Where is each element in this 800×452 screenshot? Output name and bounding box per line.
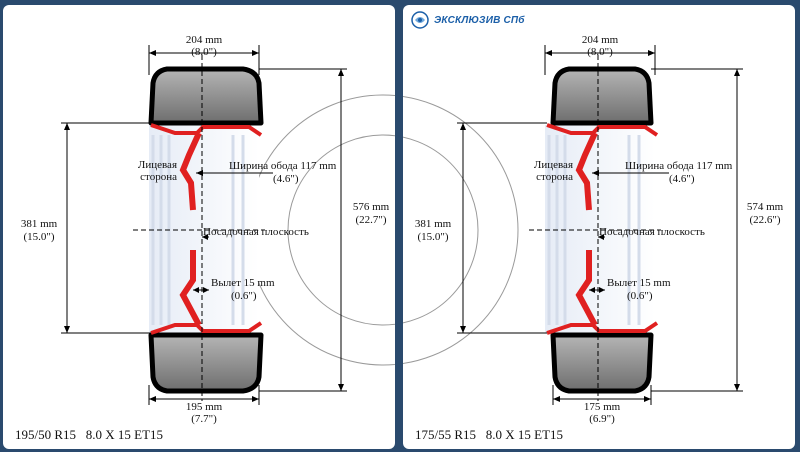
brand-logo: ЭКСКЛЮЗИВ СПб xyxy=(411,11,525,29)
bottom-width-in-label: (7.7") xyxy=(191,413,217,425)
offset-in-label: (0.6") xyxy=(627,290,653,302)
rim-barrel-top xyxy=(179,131,202,211)
rim-profile-top xyxy=(150,123,263,137)
wheel-panel-right: ЭКСКЛЮЗИВ СПб xyxy=(403,5,795,449)
top-width-in-label: (8.0") xyxy=(191,46,217,58)
rim-width-in-label: (4.6") xyxy=(669,173,695,185)
rim-diameter-label: 381 mm xyxy=(415,218,452,230)
tire-bottom xyxy=(148,332,264,394)
rim-barrel-top xyxy=(575,131,598,211)
tire-spec-caption: 195/50 R15 8.0 X 15 ET15 xyxy=(15,427,164,442)
top-width-label: 204 mm xyxy=(186,34,223,46)
offset-label: Вылет 15 mm xyxy=(211,277,275,289)
outer-diameter-in-label: (22.6") xyxy=(749,214,780,226)
rim-shade xyxy=(545,125,655,333)
tire-spec-caption: 175/55 R15 8.0 X 15 ET15 xyxy=(415,427,564,442)
rim-barrel-bottom xyxy=(575,250,598,327)
rim-diameter-in-label: (15.0") xyxy=(23,231,54,243)
face-side-label-1: Лицевая xyxy=(138,159,177,171)
wheel-diagram-left: 204 mm (8.0") 381 mm (15.0") 576 mm (22.… xyxy=(21,34,395,425)
rim-barrel-bottom xyxy=(179,250,202,327)
bottom-width-label: 175 mm xyxy=(584,401,621,413)
face-side-label-2: сторона xyxy=(140,171,177,183)
wheel-panel-left: 204 mm (8.0") 381 mm (15.0") 576 mm (22.… xyxy=(3,5,395,449)
face-side-label-1: Лицевая xyxy=(534,159,573,171)
rim-width-label: Ширина обода 117 mm xyxy=(625,160,733,172)
top-width-in-label: (8.0") xyxy=(587,46,613,58)
rim-outline-circle xyxy=(287,134,395,326)
rim-profile-bottom xyxy=(546,321,659,335)
offset-label: Вылет 15 mm xyxy=(607,277,671,289)
rim-shade xyxy=(149,125,259,333)
wheel-outline-circle xyxy=(403,96,519,364)
wheel-diagram-right: 204 mm (8.0") 381 mm (15.0") 574 mm (22.… xyxy=(403,34,784,425)
outer-diameter-label: 574 mm xyxy=(747,201,784,213)
outer-diameter-in-label: (22.7") xyxy=(355,214,386,226)
rim-profile-bottom xyxy=(150,321,263,335)
brand-name: ЭКСКЛЮЗИВ СПб xyxy=(434,14,525,26)
brand-logo-icon xyxy=(411,11,429,29)
mounting-plane-label: Посадочная плоскость xyxy=(203,226,309,238)
rim-profile-top xyxy=(546,123,659,137)
rim-diameter-in-label: (15.0") xyxy=(417,231,448,243)
rim-width-label: Ширина обода 117 mm xyxy=(229,160,337,172)
tire-bottom xyxy=(550,332,654,394)
outer-diameter-label: 576 mm xyxy=(353,201,390,213)
bottom-width-in-label: (6.9") xyxy=(589,413,615,425)
rim-diameter-label: 381 mm xyxy=(21,218,58,230)
offset-in-label: (0.6") xyxy=(231,290,257,302)
face-side-label-2: сторона xyxy=(536,171,573,183)
mounting-plane-label: Посадочная плоскость xyxy=(599,226,705,238)
top-width-label: 204 mm xyxy=(582,34,619,46)
tire-top xyxy=(148,66,264,126)
rim-outline-circle xyxy=(403,136,479,324)
bottom-width-label: 195 mm xyxy=(186,401,223,413)
tire-top xyxy=(550,66,654,126)
rim-width-in-label: (4.6") xyxy=(273,173,299,185)
